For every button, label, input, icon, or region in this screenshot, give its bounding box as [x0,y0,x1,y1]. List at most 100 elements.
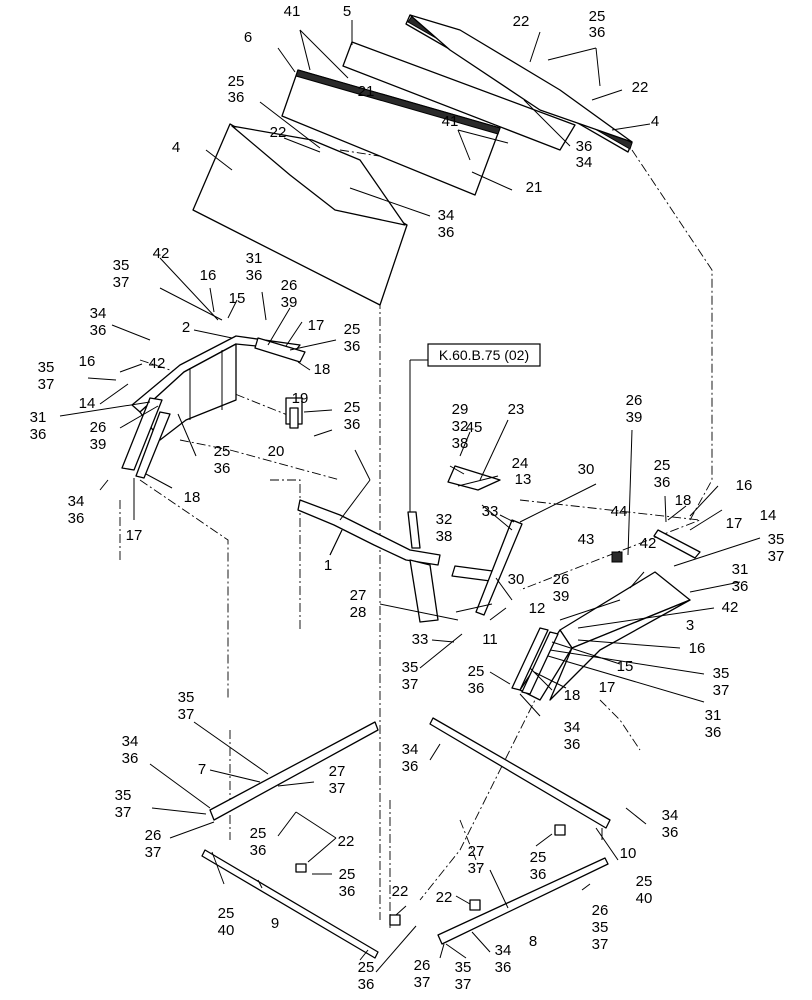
callout: 25 [530,849,547,866]
callout-labels: 41 5 22 25 36 6 21 22 4 25 36 22 41 36 3… [30,3,785,993]
callout: 36 [468,680,485,697]
callout: 16 [200,267,217,284]
callout: 36 [228,89,245,106]
callout: 17 [308,317,325,334]
reference-box: K.60.B.75 (02) [427,343,541,367]
callout: 35 [113,257,130,274]
callout: 36 [90,322,107,339]
callout: 42 [153,245,170,262]
callout: 15 [617,658,634,675]
callout: 22 [392,883,409,900]
callout: 7 [198,761,206,778]
callout: 17 [726,515,743,532]
callout: 25 [589,8,606,25]
callout: 37 [455,976,472,993]
callout: 36 [358,976,375,993]
callout: 23 [508,401,525,418]
callout: 39 [281,294,298,311]
top-right-panel [405,14,633,153]
callout: 42 [722,599,739,616]
callout: 9 [271,915,279,932]
callout: 5 [343,3,351,20]
callout: 34 [122,733,139,750]
callout: 18 [314,361,331,378]
callout: 44 [611,503,628,520]
callout: 37 [768,548,785,565]
reference-label: K.60.B.75 (02) [439,347,529,363]
callout: 36 [438,224,455,241]
callout: 22 [436,889,453,906]
top-left-panel [192,123,408,306]
callout: 26 [90,419,107,436]
callout: 2 [182,319,190,336]
callout: 20 [268,443,285,460]
callout: 37 [113,274,130,291]
callout: 37 [592,936,609,953]
callout: 38 [436,528,453,545]
callout: 34 [438,207,455,224]
callout: 26 [592,902,609,919]
callout: 36 [662,824,679,841]
callout: 6 [244,29,252,46]
callout: 31 [246,250,263,267]
callout: 39 [553,588,570,605]
callout: 37 [414,974,431,991]
callout: 37 [402,676,419,693]
callout: 25 [654,457,671,474]
callout: 22 [338,833,355,850]
callout: 36 [654,474,671,491]
callout: 35 [178,689,195,706]
callout: 31 [732,561,749,578]
callout: 34 [662,807,679,824]
callout: 42 [640,535,657,552]
callout: 37 [178,706,195,723]
callout: 35 [713,665,730,682]
callout: 43 [578,531,595,548]
callout: 37 [713,682,730,699]
callout: 36 [344,416,361,433]
callout: 1 [324,557,332,574]
leader-lines [59,20,761,973]
callout: 30 [578,461,595,478]
callout: 26 [553,571,570,588]
callout: 35 [38,359,55,376]
upper-middle-panel [281,41,576,196]
callout: 25 [344,399,361,416]
callout: 27 [329,763,346,780]
callout: 30 [508,571,525,588]
callout: 26 [281,277,298,294]
left-frame [121,335,306,479]
callout: 22 [513,13,530,30]
callout: 14 [760,507,777,524]
callout: 13 [515,471,532,488]
callout: 18 [184,489,201,506]
callout: 37 [468,860,485,877]
callout: 25 [339,866,356,883]
callout: 25 [250,825,267,842]
callout: 36 [246,267,263,284]
callout: 17 [126,527,143,544]
callout: 35 [768,531,785,548]
callout: 16 [689,640,706,657]
callout: 36 [30,426,47,443]
callout: 39 [90,436,107,453]
callout: 22 [632,79,649,96]
callout: 27 [468,843,485,860]
callout: 34 [68,493,85,510]
callout: 25 [636,873,653,890]
callout: 35 [592,919,609,936]
callout: 34 [495,942,512,959]
callout: 25 [344,321,361,338]
callout: 31 [705,707,722,724]
lower-rails [201,717,611,959]
callout: 15 [229,290,246,307]
callout: 36 [732,578,749,595]
callout: 36 [705,724,722,741]
callout: 36 [250,842,267,859]
callout: 17 [599,679,616,696]
callout: 21 [526,179,543,196]
right-strut [447,465,623,616]
callout: 16 [79,353,96,370]
callout: 22 [270,124,287,141]
callout: 34 [402,741,419,758]
